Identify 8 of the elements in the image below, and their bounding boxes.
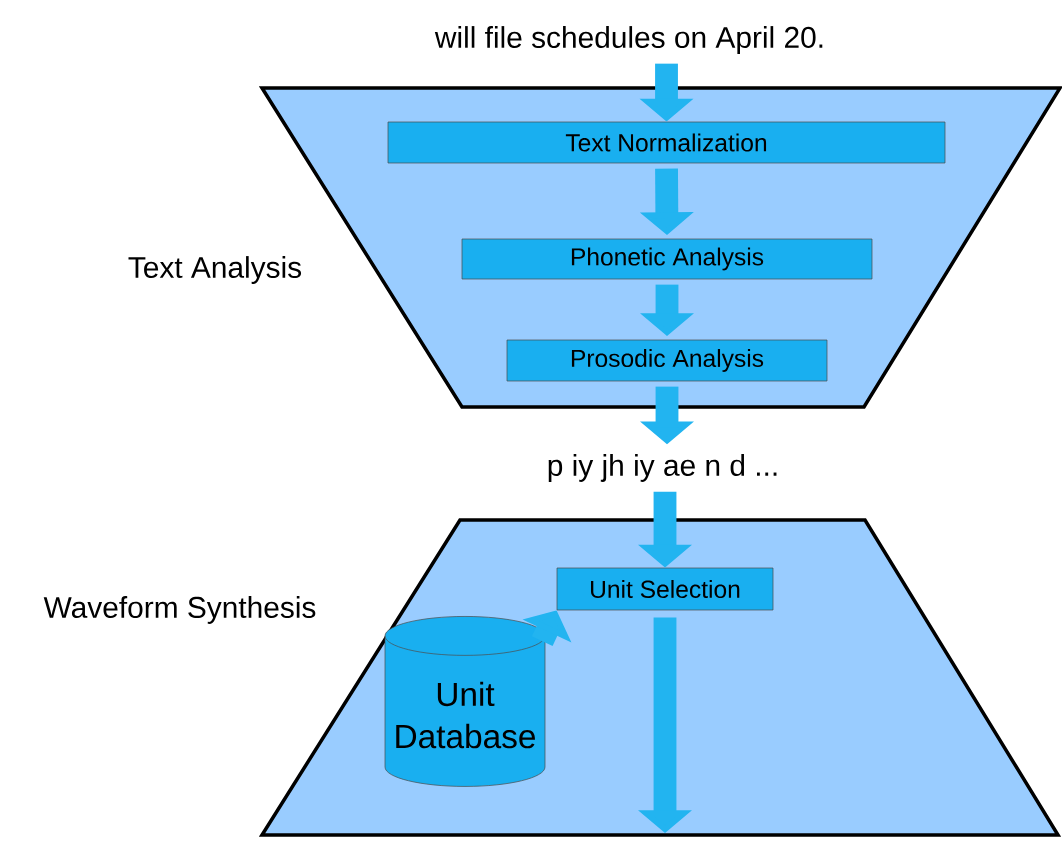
text-label: p iy jh iy ae n d ... (548, 454, 777, 482)
database-cylinder: Unit Database (384, 616, 546, 787)
node-label: Waveform Synthesis (43, 596, 316, 624)
process-box: Unit Selection (556, 567, 774, 611)
text-label: will file schedules on April 20. (434, 26, 823, 54)
process-box: Text Normalization (387, 121, 946, 164)
process-box: Phonetic Analysis (461, 238, 873, 280)
process-box: Prosodic Analysis (506, 339, 828, 382)
